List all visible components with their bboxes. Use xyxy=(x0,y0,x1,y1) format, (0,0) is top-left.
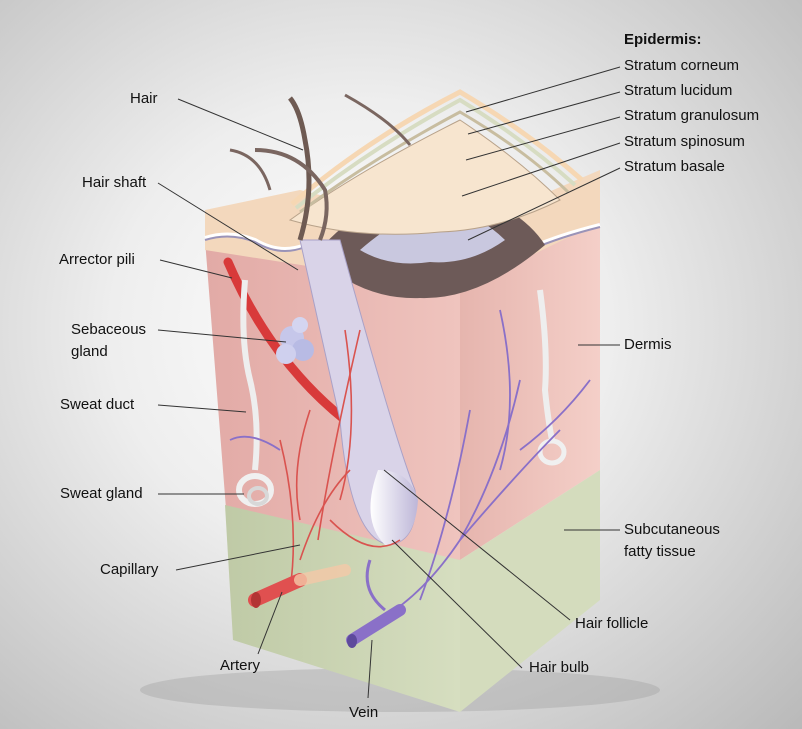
stratum-granulosum-label: Stratum granulosum xyxy=(624,107,759,125)
epidermis-label: Epidermis: xyxy=(624,31,702,49)
sebaceous-gland-label-line1: Sebaceous xyxy=(71,321,146,339)
vein-label: Vein xyxy=(349,704,378,722)
stratum-spinosum-label: Stratum spinosum xyxy=(624,133,745,151)
hair-label: Hair xyxy=(130,90,158,108)
hair-strand-2 xyxy=(230,150,270,190)
arrector-pili-label: Arrector pili xyxy=(59,251,135,269)
stratum-corneum-label: Stratum corneum xyxy=(624,57,739,75)
sweat-gland-label: Sweat gland xyxy=(60,485,143,503)
subcutaneous-label-line1: Subcutaneous xyxy=(624,521,720,539)
subcutaneous-label-line2: fatty tissue xyxy=(624,543,696,561)
hair-bulb-label: Hair bulb xyxy=(529,659,589,677)
sweat-duct-label: Sweat duct xyxy=(60,396,134,414)
sebaceous-gland-label-line2: gland xyxy=(71,343,108,361)
dermis-label: Dermis xyxy=(624,336,672,354)
stratum-basale-label: Stratum basale xyxy=(624,158,725,176)
stratum-lucidum-label: Stratum lucidum xyxy=(624,82,732,100)
capillary-label: Capillary xyxy=(100,561,158,579)
artery-label: Artery xyxy=(220,657,260,675)
artery-opening xyxy=(251,592,261,608)
hair-follicle-label: Hair follicle xyxy=(575,615,648,633)
hair-shaft-label: Hair shaft xyxy=(82,174,146,192)
vein-opening xyxy=(347,634,357,648)
